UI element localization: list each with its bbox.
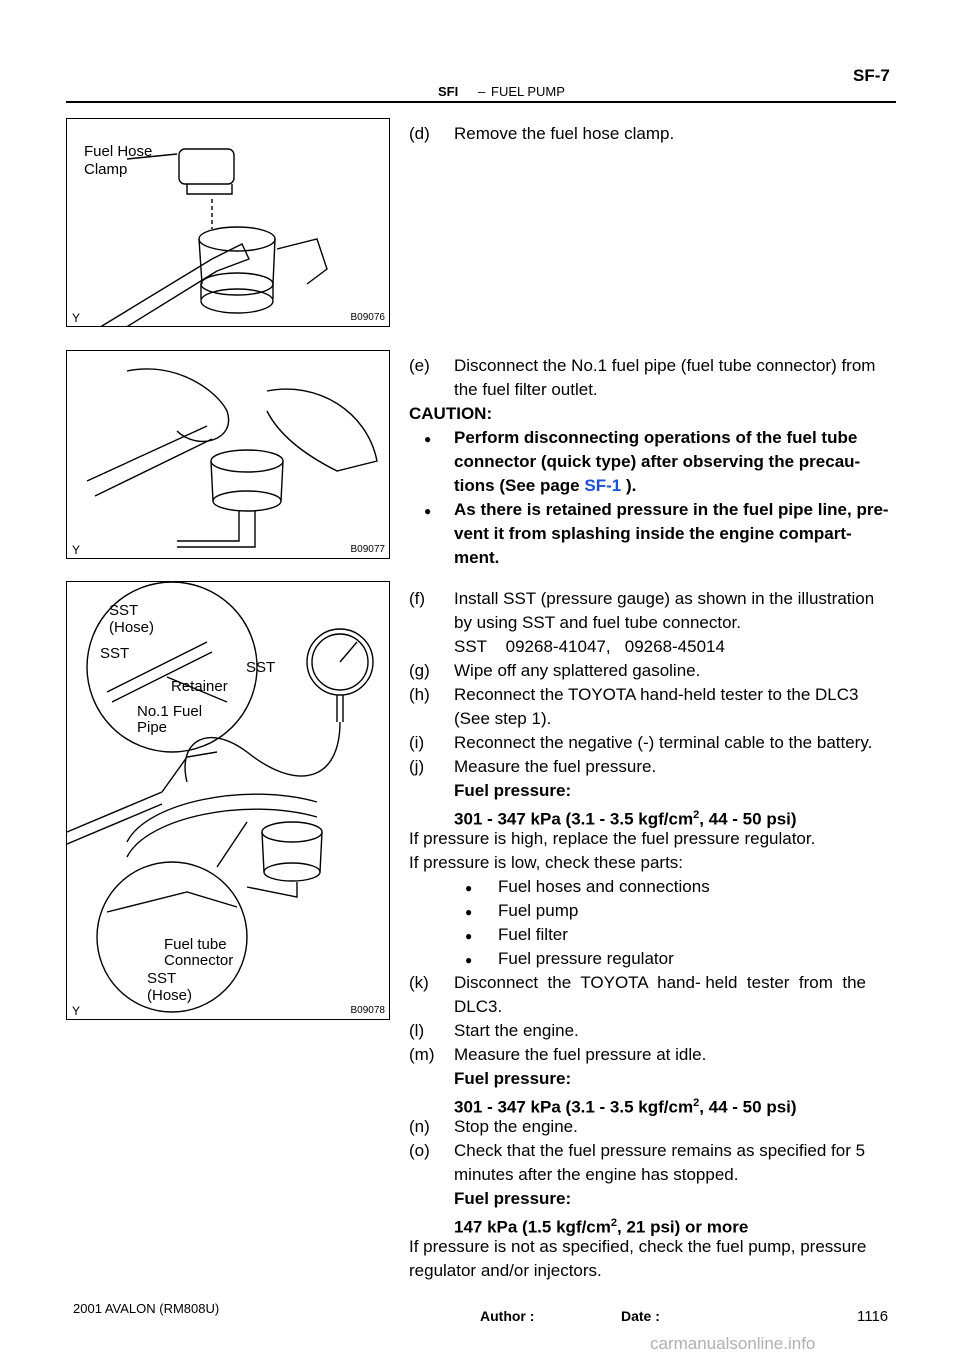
step-e-line1: Disconnect the No.1 fuel pipe (fuel tube… (454, 356, 876, 375)
label-sst-2: SST (100, 645, 130, 662)
figure-corner-y: Y (72, 1004, 81, 1018)
step-f-letter: (f) (409, 589, 426, 608)
label-fuel-hose: Fuel Hose (84, 143, 153, 160)
figure-code: B09076 (350, 312, 385, 323)
fuel-pressure-label-2: Fuel pressure: (454, 1069, 572, 1088)
hands-disconnect-illustration (86, 368, 378, 548)
part-item: Fuel filter (498, 925, 568, 944)
footer-model: 2001 AVALON (RM808U) (73, 1301, 220, 1316)
step-n-letter: (n) (409, 1117, 430, 1136)
fuel-pressure-label-1: Fuel pressure: (454, 781, 572, 800)
part-item: Fuel pressure regulator (498, 949, 674, 968)
header-title: FUEL PUMP (491, 84, 565, 99)
figure-corner-y: Y (72, 311, 81, 325)
step-g-letter: (g) (409, 661, 430, 680)
step-f-line1: Install SST (pressure gauge) as shown in… (454, 589, 875, 608)
figure-install-sst: SST (Hose) SST SST Retainer No.1 Fuel Pi… (66, 581, 390, 1020)
label-retainer: Retainer (171, 678, 228, 695)
caution2-line2: vent it from splashing inside the engine… (454, 524, 852, 543)
step-h-letter: (h) (409, 685, 430, 704)
label-hose-1: (Hose) (109, 619, 155, 636)
step-d-letter: (d) (409, 124, 430, 143)
step-n-text: Stop the engine. (454, 1117, 578, 1136)
step-l-text: Start the engine. (454, 1021, 579, 1040)
step-l-letter: (l) (409, 1021, 425, 1040)
step-i-letter: (i) (409, 733, 425, 752)
footer-date: Date : (621, 1308, 660, 1324)
page-number: SF-7 (853, 66, 890, 85)
step-j-text: Measure the fuel pressure. (454, 757, 657, 776)
bullet-icon: ● (465, 929, 473, 943)
final-line2: regulator and/or injectors. (409, 1261, 602, 1280)
label-sst-hose-3: SST (147, 970, 177, 987)
step-i-text: Reconnect the negative (-) terminal cabl… (454, 733, 873, 752)
step-o-line2: minutes after the engine has stopped. (454, 1165, 739, 1184)
watermark: carmanualsonline.info (650, 1334, 816, 1353)
part-item: Fuel hoses and connections (498, 877, 710, 896)
step-g-text: Wipe off any splattered gasoline. (454, 661, 701, 680)
figure-code: B09077 (350, 544, 385, 555)
label-no1-fuel: No.1 Fuel (137, 703, 203, 720)
fuel-filter-illustration (100, 148, 328, 326)
step-e-line2: the fuel filter outlet. (454, 380, 598, 399)
header-section: SFI (438, 84, 459, 99)
step-m-text: Measure the fuel pressure at idle. (454, 1045, 707, 1064)
step-f-line2: by using SST and fuel tube connector. (454, 613, 741, 632)
caution-heading: CAUTION: (409, 404, 493, 423)
caution1-line3: tions (See page SF-1 ). (454, 476, 637, 495)
step-k-line1: Disconnect the TOYOTA hand- held tester … (454, 973, 866, 992)
fuel-pressure-label-3: Fuel pressure: (454, 1189, 572, 1208)
figure-disconnect-pipe: Y B09077 (66, 350, 390, 559)
caution2-line1: As there is retained pressure in the fue… (454, 500, 889, 519)
step-j-letter: (j) (409, 757, 425, 776)
label-pipe: Pipe (137, 719, 168, 736)
label-sst-gauge: SST (246, 659, 276, 676)
footer-author: Author : (480, 1308, 535, 1324)
header-dash: – (478, 84, 486, 99)
bullet-icon: ● (424, 432, 432, 446)
bullet-icon: ● (465, 905, 473, 919)
step-h-line2: (See step 1). (454, 709, 552, 728)
fuel-pressure-value-3: 147 kPa (1.5 kgf/cm2, 21 psi) or more (454, 1217, 749, 1237)
step-o-letter: (o) (409, 1141, 430, 1160)
step-d-text: Remove the fuel hose clamp. (454, 124, 675, 143)
step-k-line2: DLC3. (454, 997, 503, 1016)
label-connector: Connector (164, 952, 234, 969)
footer-number: 1116 (857, 1308, 889, 1325)
fuel-pressure-value-1: 301 - 347 kPa (3.1 - 3.5 kgf/cm2, 44 - 5… (454, 809, 797, 829)
caution1-line2: connector (quick type) after observing t… (454, 452, 861, 471)
bullet-icon: ● (465, 881, 473, 895)
step-e-letter: (e) (409, 356, 430, 375)
label-clamp: Clamp (84, 161, 128, 178)
label-hose-3: (Hose) (147, 987, 193, 1004)
step-h-line1: Reconnect the TOYOTA hand-held tester to… (454, 685, 859, 704)
step-m-letter: (m) (409, 1045, 435, 1064)
pressure-gauge-illustration (67, 582, 374, 1013)
bullet-icon: ● (424, 504, 432, 518)
caution2-line3: ment. (454, 548, 500, 567)
header-rule (66, 101, 896, 103)
label-fuel-tube: Fuel tube (164, 936, 227, 953)
step-f-line3: SST 09268-41047, 09268-45014 (454, 637, 725, 656)
figure-code: B09078 (350, 1005, 385, 1016)
step-k-letter: (k) (409, 973, 429, 992)
part-item: Fuel pump (498, 901, 579, 920)
caution1-line1: Perform disconnecting operations of the … (454, 428, 858, 447)
if-high-text: If pressure is high, replace the fuel pr… (409, 829, 816, 848)
label-sst-hose-1: SST (109, 602, 139, 619)
link-sf-1[interactable]: SF-1 (584, 476, 622, 495)
if-low-text: If pressure is low, check these parts: (409, 853, 684, 872)
fuel-pressure-value-2: 301 - 347 kPa (3.1 - 3.5 kgf/cm2, 44 - 5… (454, 1097, 797, 1117)
figure-corner-y: Y (72, 543, 81, 557)
figure-fuel-hose-clamp: Fuel Hose Clamp Y B09076 (66, 118, 390, 327)
final-line1: If pressure is not as specified, check t… (409, 1237, 867, 1256)
bullet-icon: ● (465, 953, 473, 967)
step-o-line1: Check that the fuel pressure remains as … (454, 1141, 866, 1160)
